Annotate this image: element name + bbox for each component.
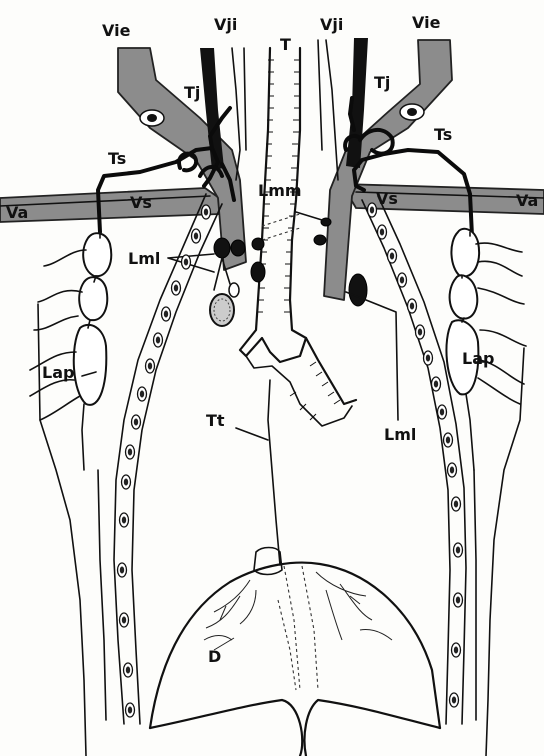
vessel-bead-core <box>128 707 132 714</box>
vessel-bead-core <box>148 363 152 370</box>
vessel-bead-core <box>454 501 458 508</box>
vessel-bead-core <box>418 329 422 336</box>
vessel-bead-core <box>434 381 438 388</box>
vji-outline-right-2 <box>318 40 322 150</box>
label-vji-left: Vji <box>214 15 237 34</box>
vessel-bead-core <box>390 253 394 260</box>
subclavian-vein-left <box>0 188 222 222</box>
label-tj-left: Tj <box>184 83 200 102</box>
label-lml-right: Lml <box>384 425 416 444</box>
label-lap-left: Lap <box>42 363 74 382</box>
chest-vessel-right <box>362 196 466 724</box>
lap-chain-left <box>30 232 111 470</box>
thoracic-duct <box>268 380 280 565</box>
vessel-bead-core <box>450 467 454 474</box>
vessel-bead-core <box>194 233 198 240</box>
vessel-bead-core <box>410 303 414 310</box>
label-va-left: Va <box>6 203 28 222</box>
label-trachea: T <box>280 35 291 54</box>
body-contour-right-inner <box>474 470 476 720</box>
vessel-bead-core <box>370 207 374 214</box>
label-lml-left: Lml <box>128 249 160 268</box>
vessel-bead-core <box>174 285 178 292</box>
vessel-bead-core <box>184 259 188 266</box>
label-ts-left: Ts <box>108 149 126 168</box>
label-va-right: Va <box>516 191 538 210</box>
vessel-bead-core <box>126 667 130 674</box>
lmm-pointer <box>296 212 322 220</box>
vji-outline-left-2 <box>244 48 246 150</box>
tt-pointer <box>236 428 268 440</box>
label-tj-right: Tj <box>374 73 390 92</box>
vessel-bead-core <box>120 567 124 574</box>
vessel-bead-core <box>134 419 138 426</box>
label-vs-right: Vs <box>376 189 398 208</box>
vessel-bead-core <box>122 517 126 524</box>
label-lmm: Lmm <box>258 181 302 200</box>
vessel-bead-core <box>456 597 460 604</box>
vessel-bead-core <box>128 449 132 456</box>
vessel-bead-core <box>156 337 160 344</box>
vessel-bead-core <box>426 355 430 362</box>
label-vji-right: Vji <box>320 15 343 34</box>
vessel-bead-core <box>124 479 128 486</box>
label-ts-right: Ts <box>434 125 452 144</box>
vji-outline-right <box>326 40 338 180</box>
diaphragm <box>150 548 440 756</box>
body-contour-right <box>486 348 524 756</box>
label-diaphragm: D <box>208 647 221 666</box>
vessel-bead-core <box>454 647 458 654</box>
vessel-bead-core <box>204 209 208 216</box>
vessel-bead-core <box>446 437 450 444</box>
vessel-bead-core <box>164 311 168 318</box>
vessel-bead-core <box>440 409 444 416</box>
label-vie-left: Vie <box>102 21 131 40</box>
vessel-bead-core <box>140 391 144 398</box>
vessel-bead-core <box>380 229 384 236</box>
label-vs-left: Vs <box>130 193 152 212</box>
body-contour-left-inner <box>98 470 106 720</box>
label-tt: Tt <box>206 411 225 430</box>
label-vie-right: Vie <box>412 13 441 32</box>
chest-vessel-left <box>114 194 222 724</box>
vessel-bead-core <box>400 277 404 284</box>
vessel-bead-core <box>456 547 460 554</box>
vessel-bead-core <box>122 617 126 624</box>
lml-nodes-right <box>349 274 367 306</box>
vessel-bead-core <box>452 697 456 704</box>
label-lap-right: Lap <box>462 349 494 368</box>
